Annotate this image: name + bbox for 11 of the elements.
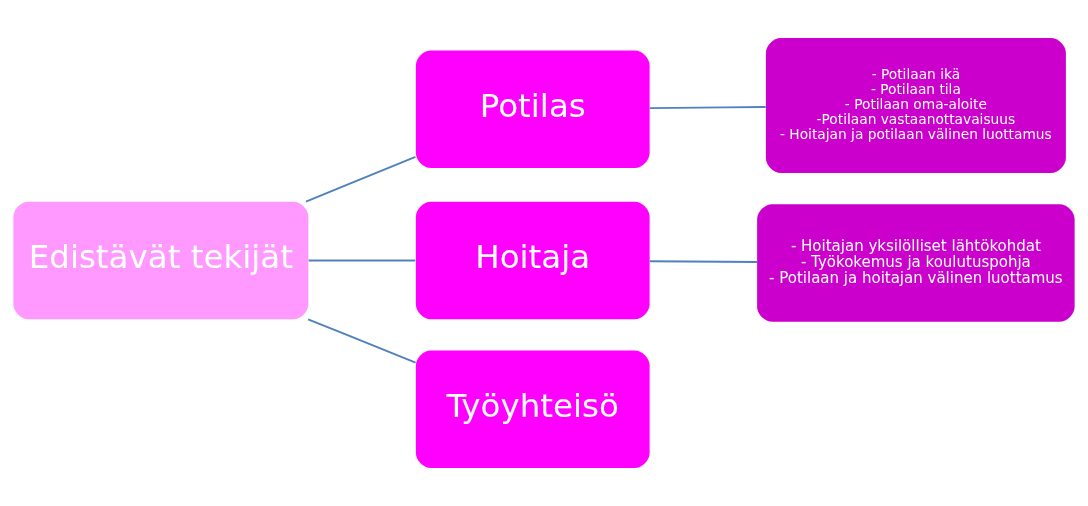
connector <box>307 259 417 262</box>
node-box: Potilas <box>415 50 650 168</box>
node-box: - Potilaan ikä - Potilaan tila - Potilaan oma-aloite -Potilaan vastaanottavaisuus - Hoitajan ja potilaan välinen luottamus <box>765 38 1066 173</box>
node-box: Edistävät tekijät <box>13 201 309 320</box>
connector <box>305 155 417 203</box>
node-box: Työyhteisö <box>415 350 650 468</box>
node-box: Hoitaja <box>415 201 650 320</box>
connector <box>648 106 767 110</box>
connector <box>307 318 417 364</box>
node-box: - Hoitajan yksilölliset lähtökohdat - Työkokemus ja koulutuspohja - Potilaan ja hoitajan välinen luottamus <box>757 204 1075 322</box>
connector <box>648 260 758 263</box>
